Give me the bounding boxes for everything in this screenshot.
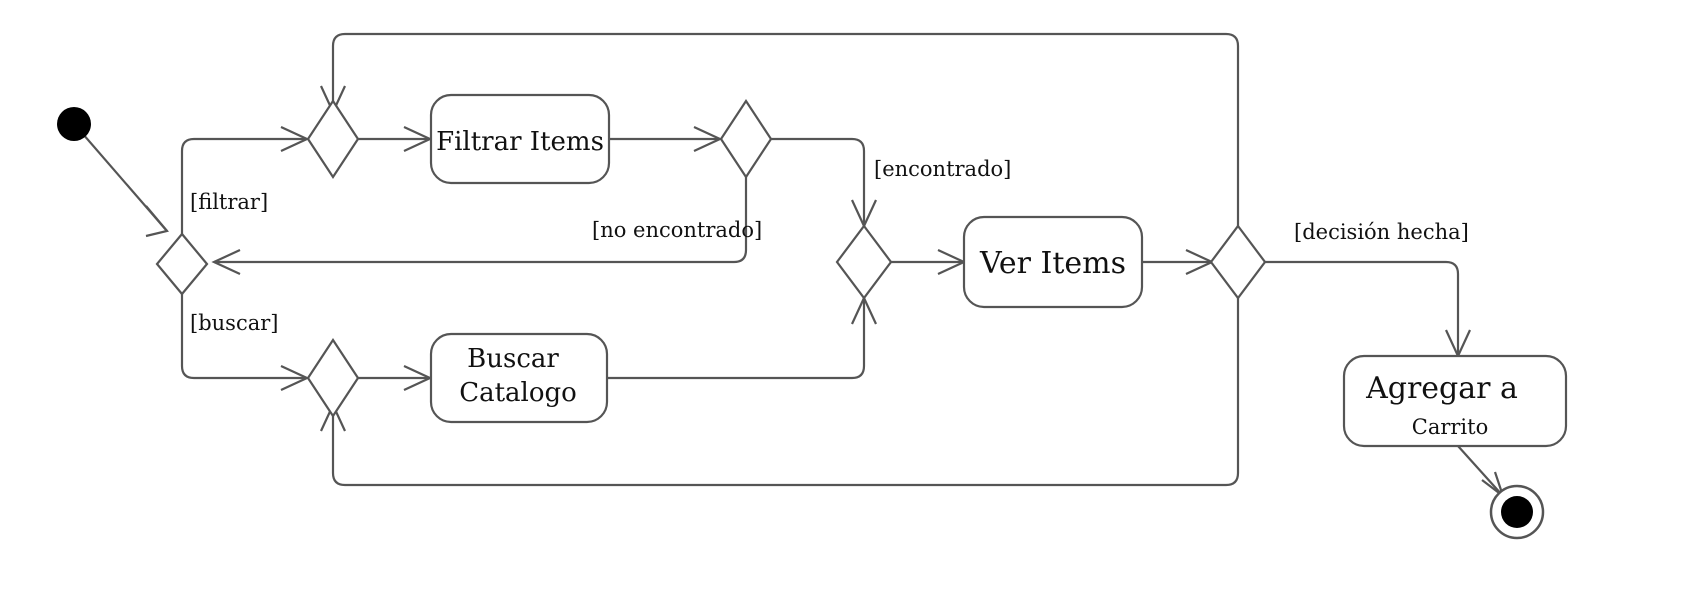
action-buscar-label-line1: Buscar <box>467 344 559 374</box>
guard-filtrar: [filtrar] <box>190 190 268 214</box>
edge-decision-to-filter-merge <box>180 137 307 234</box>
edge-no-encontrado <box>214 166 748 264</box>
arrowhead <box>211 249 241 275</box>
action-buscar-label-line2: Catalogo <box>459 378 577 408</box>
filter-decision-diamond <box>719 98 773 180</box>
action-buscar-catalogo: Buscar Catalogo <box>429 332 609 424</box>
edge-agregar-to-final <box>1457 445 1504 497</box>
flow-edges <box>75 32 1504 497</box>
initial-node <box>57 107 91 141</box>
edge-decision-to-search-merge <box>180 294 307 380</box>
action-agregar-label-line1: Agregar a <box>1365 371 1518 406</box>
guard-buscar: [buscar] <box>190 311 278 335</box>
action-agregar-carrito: Agregar a Carrito <box>1342 354 1568 448</box>
edge-loop-to-search <box>331 290 1240 487</box>
guard-decision-hecha: [decisión hecha] <box>1294 220 1469 244</box>
search-merge-diamond <box>306 337 360 419</box>
final-node <box>1489 484 1545 540</box>
action-ver-items: Ver Items <box>962 215 1144 309</box>
ver-merge-diamond <box>835 224 893 300</box>
main-decision-diamond <box>155 232 209 296</box>
final-decision-diamond <box>1209 224 1267 300</box>
guard-no-encontrado: [no encontrado] <box>592 218 762 242</box>
action-ver-label: Ver Items <box>979 246 1126 281</box>
edge-decision-hecha <box>1265 260 1460 356</box>
filter-merge-diamond <box>306 98 360 180</box>
action-agregar-label-line2: Carrito <box>1412 415 1488 439</box>
edge-encontrado <box>771 137 866 226</box>
guard-encontrado: [encontrado] <box>874 157 1011 181</box>
arrowhead <box>145 205 169 238</box>
action-filtrar-items: Filtrar Items <box>429 93 611 185</box>
edge-buscar-to-ver-merge <box>607 298 866 380</box>
action-filtrar-label: Filtrar Items <box>436 127 604 157</box>
edge-loop-to-filter <box>331 32 1240 234</box>
